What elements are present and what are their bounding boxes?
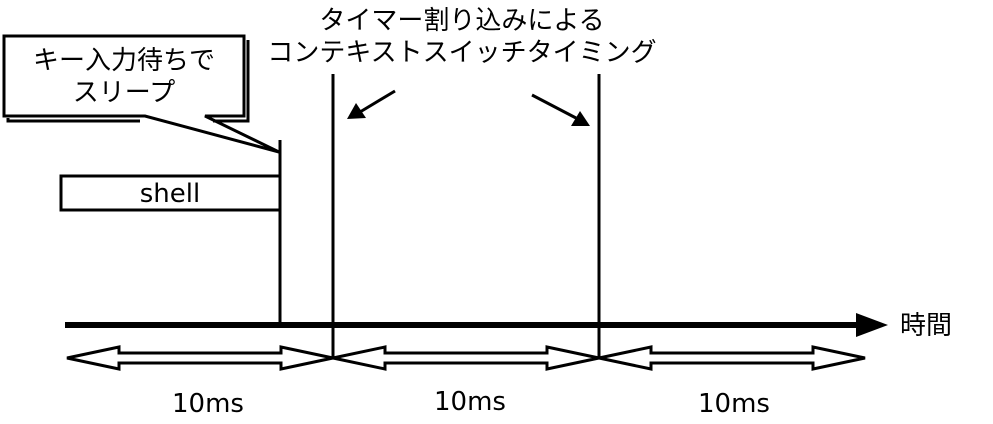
callout-text-line2: スリープ xyxy=(73,78,175,108)
callout-bubble xyxy=(2,34,280,154)
annotation-arrow-right xyxy=(531,93,590,126)
annotation-arrow-left xyxy=(347,89,396,119)
interval-arrow-3 xyxy=(597,345,867,371)
callout-shadow xyxy=(6,40,250,123)
interval-label-1: 10ms xyxy=(172,389,244,419)
interval-label-2: 10ms xyxy=(434,387,506,417)
callout-text-line1: キー入力待ちで xyxy=(33,46,215,76)
interval-label-3: 10ms xyxy=(698,389,770,419)
time-axis-label: 時間 xyxy=(900,311,952,341)
time-axis-arrowhead xyxy=(856,313,888,337)
interval-arrow-1 xyxy=(65,345,335,371)
shell-process-label: shell xyxy=(140,179,200,209)
interval-arrow-2 xyxy=(331,345,601,371)
annotation-text-line1: タイマー割り込みによる xyxy=(319,6,604,36)
annotation-text-line2: コンテキストスイッチタイミング xyxy=(267,38,656,68)
